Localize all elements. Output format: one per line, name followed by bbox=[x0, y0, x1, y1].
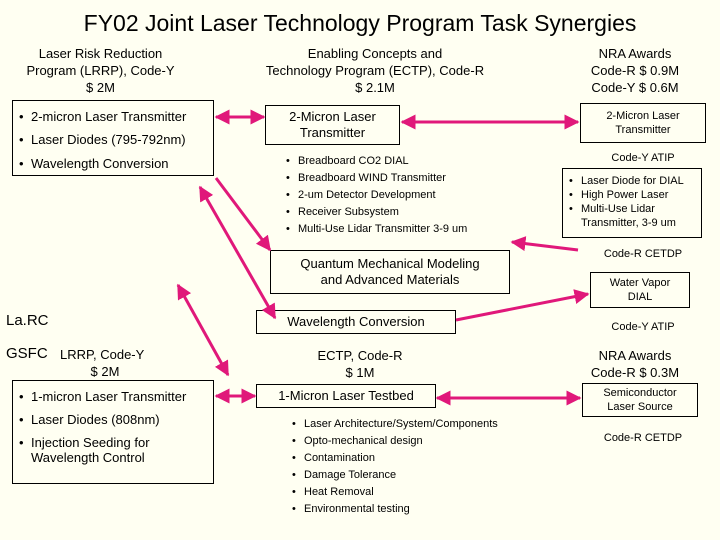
gsfc-items-box: 1-micron Laser Transmitter Laser Diodes … bbox=[12, 380, 214, 484]
larc-center-label: La.RC bbox=[6, 312, 49, 329]
ectp-header: Enabling Concepts and Technology Program… bbox=[265, 46, 485, 95]
gsfc-item: Laser Diodes (808nm) bbox=[19, 412, 207, 427]
nra-bottom-cetdp-label: Code-R CETDP bbox=[603, 432, 683, 444]
larc-item: 2-micron Laser Transmitter bbox=[19, 109, 207, 124]
nra-item: Multi-Use Lidar Transmitter, 3-9 um bbox=[569, 202, 697, 230]
ectp-qm-box: Quantum Mechanical Modeling and Advanced… bbox=[270, 250, 510, 294]
nra-cetdp-label: Code-R CETDP bbox=[603, 248, 683, 260]
ectp-bottom-item: Opto-mechanical design bbox=[292, 433, 532, 450]
ectp-item: Breadboard WIND Transmitter bbox=[286, 170, 516, 187]
nra-header: NRA Awards Code-R $ 0.9M Code-Y $ 0.6M bbox=[590, 46, 680, 95]
ectp-bottom-header: ECTP, Code-R $ 1M bbox=[317, 348, 403, 380]
ectp-bottom-item: Damage Tolerance bbox=[292, 467, 532, 484]
page-title: FY02 Joint Laser Technology Program Task… bbox=[83, 10, 637, 36]
ectp-bottom-item: Heat Removal bbox=[292, 484, 532, 501]
nra-item: Laser Diode for DIAL bbox=[569, 174, 697, 188]
ectp-item: 2-um Detector Development bbox=[286, 187, 516, 204]
ectp-testbed-box: 1-Micron Laser Testbed bbox=[256, 384, 436, 408]
gsfc-program-line2: $ 2M bbox=[90, 364, 120, 379]
arrow-larc-wc-to-ectp-wc bbox=[198, 185, 277, 320]
nra-bottom-header: NRA Awards Code-R $ 0.3M bbox=[590, 348, 680, 380]
nra-items-box: Laser Diode for DIAL High Power Laser Mu… bbox=[562, 168, 702, 238]
gsfc-item: 1-micron Laser Transmitter bbox=[19, 389, 207, 404]
arrow-larc-to-gsfc bbox=[176, 283, 230, 377]
nra-wv-box: Water Vapor DIAL bbox=[590, 272, 690, 308]
ectp-transmitter-box: 2-Micron Laser Transmitter bbox=[265, 105, 400, 145]
ectp-bottom-item: Laser Architecture/System/Components bbox=[292, 416, 532, 433]
ectp-bottom-item: Environmental testing bbox=[292, 501, 532, 518]
arrow-nra-list-to-qm bbox=[510, 236, 579, 252]
ectp-item: Breadboard CO2 DIAL bbox=[286, 153, 516, 170]
arrow-larc-to-qm bbox=[214, 177, 272, 252]
arrow-ectp-wc-to-nra bbox=[455, 289, 590, 322]
ectp-wc-box: Wavelength Conversion bbox=[256, 310, 456, 334]
nra-item: High Power Laser bbox=[569, 188, 697, 202]
larc-item: Laser Diodes (795-792nm) bbox=[19, 132, 207, 147]
larc-program-header: Laser Risk Reduction Program (LRRP), Cod… bbox=[26, 46, 175, 95]
nra-atip2-label: Code-Y ATIP bbox=[611, 321, 675, 333]
gsfc-center-label: GSFC bbox=[6, 345, 48, 362]
gsfc-program-line1: LRRP, Code-Y bbox=[60, 347, 145, 362]
larc-items-box: 2-micron Laser Transmitter Laser Diodes … bbox=[12, 100, 214, 176]
gsfc-item: Injection Seeding for Wavelength Control bbox=[19, 435, 207, 465]
ectp-item: Receiver Subsystem bbox=[286, 204, 516, 221]
larc-item: Wavelength Conversion bbox=[19, 156, 207, 171]
ectp-item: Multi-Use Lidar Transmitter 3-9 um bbox=[286, 221, 516, 238]
nra-transmitter-box: 2-Micron Laser Transmitter bbox=[580, 103, 706, 143]
ectp-bottom-items-list: Laser Architecture/System/Components Opt… bbox=[292, 416, 532, 518]
nra-atip-label: Code-Y ATIP bbox=[611, 152, 675, 164]
ectp-bottom-item: Contamination bbox=[292, 450, 532, 467]
nra-ss-box: Semiconductor Laser Source bbox=[582, 383, 698, 417]
ectp-items-list: Breadboard CO2 DIAL Breadboard WIND Tran… bbox=[286, 153, 516, 238]
